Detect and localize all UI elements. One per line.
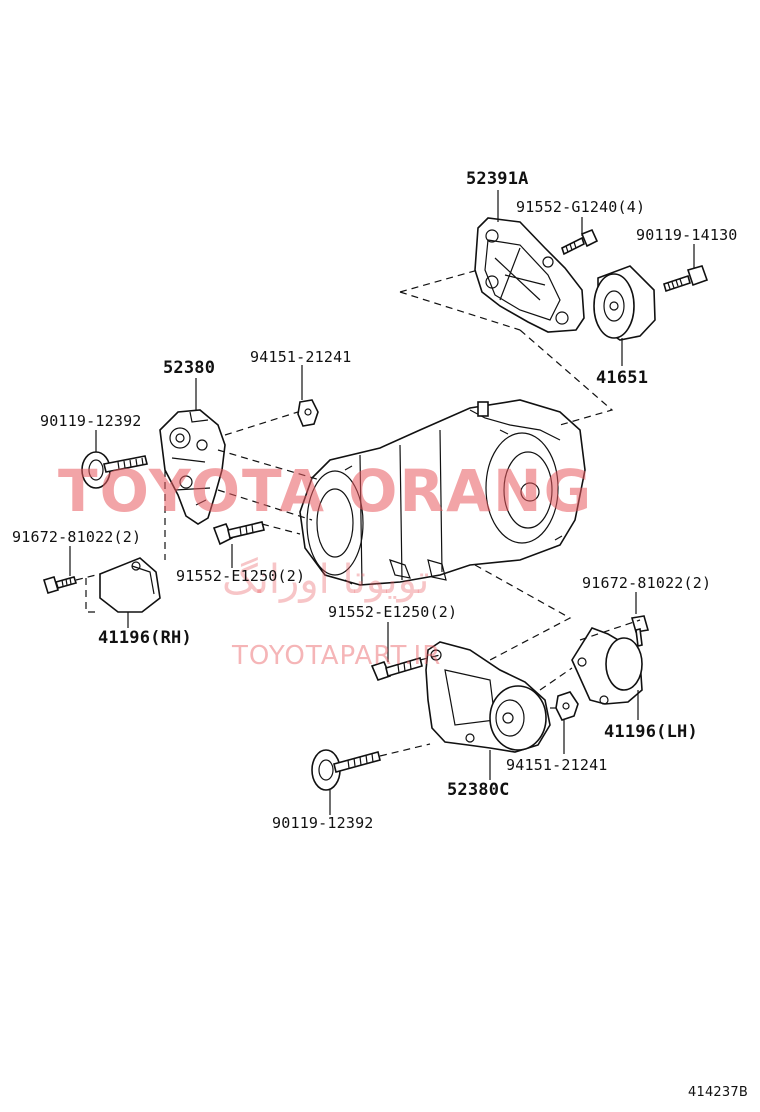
label-52380c: 52380C: [447, 780, 510, 800]
label-94151-21241-bottom: 94151-21241: [506, 756, 608, 774]
bolt-91672-81022-left: [42, 576, 78, 594]
differential-housing: [299, 399, 586, 586]
bracket-52391a: [474, 217, 585, 333]
label-94151-21241-top: 94151-21241: [250, 348, 352, 366]
nut-94151-21241-top: [297, 399, 319, 427]
leader-lines: [69, 190, 695, 815]
stopper-41196-lh: [571, 627, 643, 705]
bolt-91672-81022-right: [630, 615, 650, 647]
bracket-52380: [159, 409, 226, 525]
watermark-brand: TOYOTA ORANG: [58, 457, 594, 525]
label-90119-12392-top: 90119-12392: [40, 412, 142, 430]
watermark-url: TOYOTAPART.IR: [232, 641, 442, 671]
label-91552-e1250-mid: 91552-E1250(2): [328, 603, 458, 621]
label-41196-rh: 41196(RH): [98, 628, 192, 648]
bolt-91552-g1240: [561, 228, 599, 256]
label-90119-14130: 90119-14130: [636, 226, 738, 244]
label-41651: 41651: [596, 368, 649, 388]
bracket-52380c: [425, 641, 551, 753]
bolt-91552-e1250-left: [212, 521, 265, 546]
bolt-90119-14130: [663, 265, 709, 293]
label-41196-lh: 41196(LH): [604, 722, 698, 742]
bolt-91552-e1250-mid: [370, 656, 423, 681]
label-91672-81022-right: 91672-81022(2): [582, 574, 712, 592]
label-52380: 52380: [163, 358, 216, 378]
label-91672-81022-left: 91672-81022(2): [12, 528, 142, 546]
bolt-90119-12392-bottom: [311, 749, 381, 791]
bolt-90119-12392-top: [81, 451, 148, 489]
nut-94151-21241-bottom: [555, 691, 579, 721]
label-90119-12392-bottom: 90119-12392: [272, 814, 374, 832]
stopper-41196-rh: [99, 557, 161, 613]
label-91552-g1240: 91552-G1240(4): [516, 198, 646, 216]
assembly-lines: [75, 269, 641, 757]
diagram-id: 414237B: [688, 1085, 748, 1100]
cushion-41651: [593, 265, 656, 341]
label-91552-e1250-left: 91552-E1250(2): [176, 567, 306, 585]
label-52391a: 52391A: [466, 169, 529, 189]
watermark-persian: تویوتا اورانگ: [222, 557, 430, 603]
